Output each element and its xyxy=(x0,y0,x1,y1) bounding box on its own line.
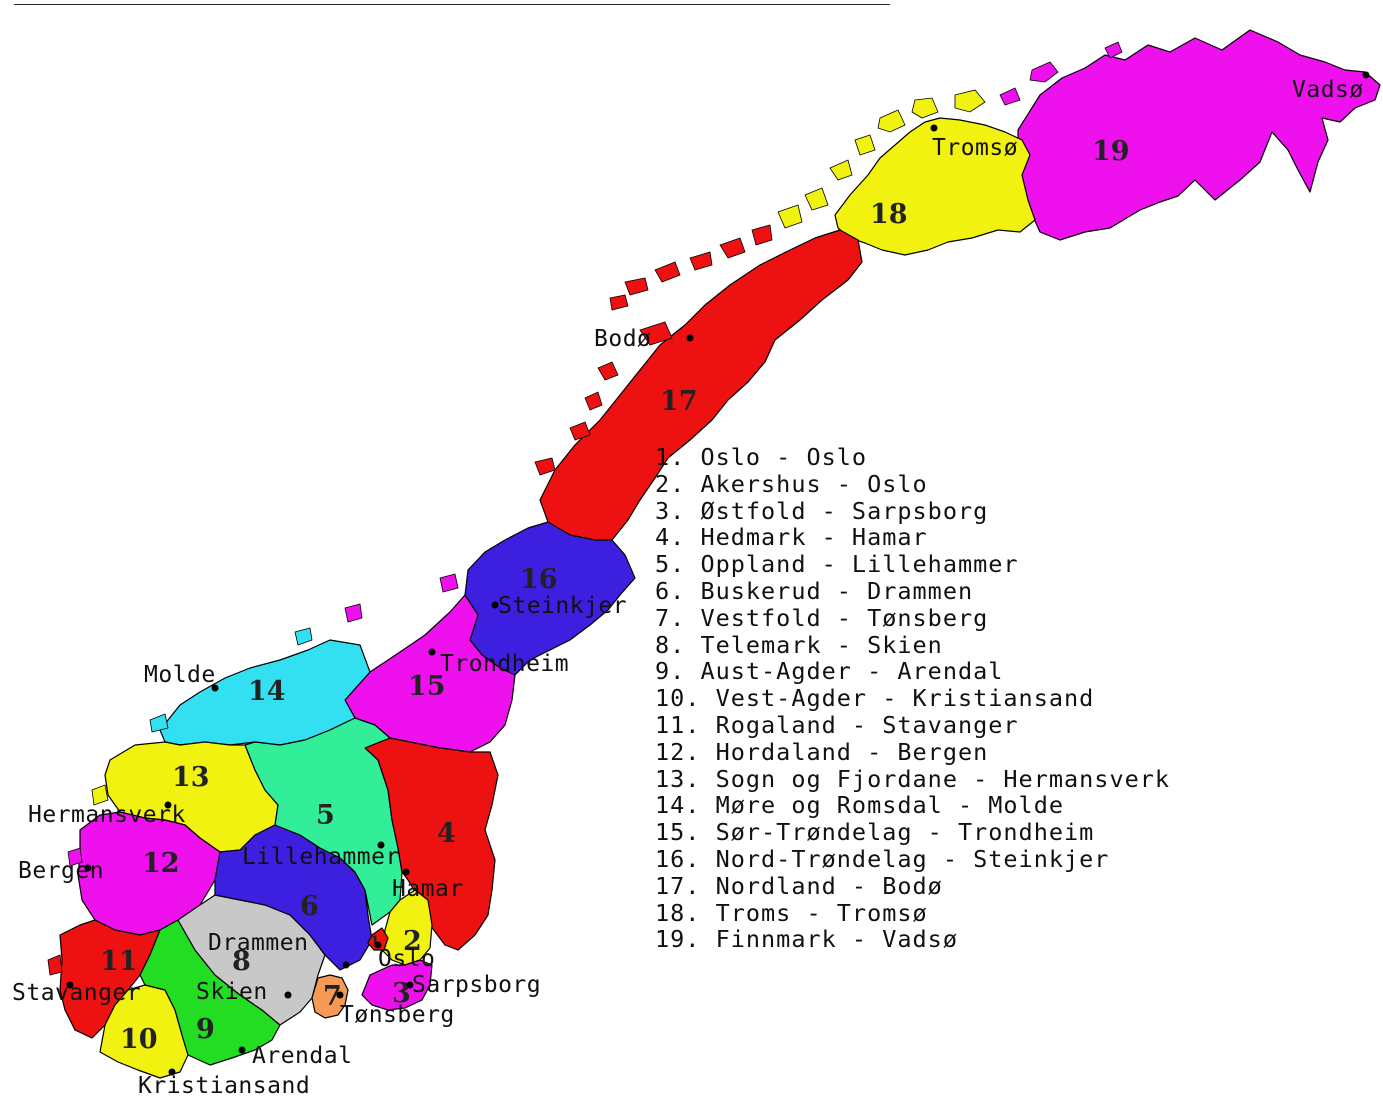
city-marker-hamar xyxy=(402,868,410,876)
city-label-steinkjer: Steinkjer xyxy=(498,593,627,619)
city-marker-arendal xyxy=(238,1046,246,1054)
city-label-tonsberg: Tønsberg xyxy=(340,1002,455,1028)
city-marker-bergen xyxy=(84,864,92,872)
city-marker-molde xyxy=(211,684,219,692)
city-marker-steinkjer xyxy=(491,601,499,609)
city-label-sarpsborg: Sarpsborg xyxy=(412,972,541,998)
region-5-oppland[interactable] xyxy=(244,717,403,926)
city-label-tromso: Tromsø xyxy=(932,135,1018,161)
region-17-nordland[interactable] xyxy=(539,229,863,543)
region-number-8: 8 xyxy=(232,946,251,977)
legend-item: 5. Oppland - Lillehammer xyxy=(655,550,1019,579)
region-number-13: 13 xyxy=(172,762,210,793)
city-label-oslo: Oslo xyxy=(378,946,435,972)
city-marker-vadso xyxy=(1362,71,1370,79)
region-18-troms[interactable] xyxy=(834,117,1036,256)
region-numbers: 19 18 17 16 15 14 13 12 11 10 9 8 7 6 5 … xyxy=(100,136,1130,1055)
city-marker-lillehammer xyxy=(377,841,385,849)
legend-item: 1. Oslo - Oslo xyxy=(655,443,868,471)
coastal-islands xyxy=(47,41,1123,976)
region-number-4: 4 xyxy=(437,818,456,849)
region-number-18: 18 xyxy=(870,199,908,230)
region-number-10: 10 xyxy=(120,1024,158,1055)
city-marker-tonsberg xyxy=(336,991,344,999)
city-marker-bodo xyxy=(686,334,694,342)
top-rule xyxy=(14,4,890,5)
region-number-17: 17 xyxy=(660,386,698,417)
city-label-vadso: Vadsø xyxy=(1292,77,1364,103)
region-number-15: 15 xyxy=(408,671,446,702)
legend-item: 11. Rogaland - Stavanger xyxy=(655,710,1019,739)
city-marker-oslo xyxy=(374,941,382,949)
region-number-19: 19 xyxy=(1092,136,1130,167)
city-marker-skien xyxy=(284,991,292,999)
region-3-ostfold[interactable] xyxy=(361,959,433,1011)
region-number-7: 7 xyxy=(323,981,342,1012)
region-number-3: 3 xyxy=(392,978,411,1009)
legend-item: 19. Finnmark - Vadsø xyxy=(655,925,958,954)
region-number-12: 12 xyxy=(142,848,180,879)
legend-item: 4. Hedmark - Hamar xyxy=(655,523,928,552)
region-number-1: 1 xyxy=(370,934,380,950)
city-marker-trondheim xyxy=(428,648,436,656)
legend-item: 10. Vest-Agder - Kristiansand xyxy=(655,684,1095,713)
legend-item: 12. Hordaland - Bergen xyxy=(655,737,989,766)
city-marker-sarpsborg xyxy=(406,981,414,989)
city-marker-drammen xyxy=(342,961,350,969)
region-number-14: 14 xyxy=(248,676,286,707)
legend-item: 15. Sør-Trøndelag - Trondheim xyxy=(655,818,1095,847)
city-label-hamar: Hamar xyxy=(392,876,464,902)
region-7-vestfold[interactable] xyxy=(311,974,349,1019)
city-label-bergen: Bergen xyxy=(18,858,104,884)
city-marker-hermansverk xyxy=(164,801,172,809)
city-marker-stavanger xyxy=(66,981,74,989)
legend-item: 16. Nord-Trøndelag - Steinkjer xyxy=(655,844,1110,873)
city-label-lillehammer: Lillehammer xyxy=(242,844,400,870)
region-4-hedmark[interactable] xyxy=(364,737,499,951)
city-label-molde: Molde xyxy=(144,662,216,688)
region-number-2: 2 xyxy=(403,926,422,957)
legend-item: 7. Vestfold - Tønsberg xyxy=(655,603,989,632)
region-number-5: 5 xyxy=(316,800,335,831)
city-marker-kristiansand xyxy=(168,1068,176,1076)
city-marker-tromso xyxy=(930,124,938,132)
city-label-skien: Skien xyxy=(196,979,268,1005)
city-label-bodo: Bodø xyxy=(594,326,651,352)
legend-item: 14. Møre og Romsdal - Molde xyxy=(655,791,1065,820)
legend-item: 17. Nordland - Bodø xyxy=(655,871,943,900)
city-label-arendal: Arendal xyxy=(252,1043,352,1069)
legend-item: 18. Troms - Tromsø xyxy=(655,898,928,927)
legend-item: 9. Aust-Agder - Arendal xyxy=(655,657,1004,686)
city-label-drammen: Drammen xyxy=(208,930,308,956)
city-label-trondheim: Trondheim xyxy=(440,651,569,677)
legend-item: 8. Telemark - Skien xyxy=(655,630,943,659)
region-number-6: 6 xyxy=(300,891,319,922)
city-label-hermansverk: Hermansverk xyxy=(28,802,186,828)
legend-item: 2. Akershus - Oslo xyxy=(655,469,928,498)
city-label-kristiansand: Kristiansand xyxy=(138,1073,310,1097)
region-number-16: 16 xyxy=(520,564,558,595)
city-labels: Vadsø Tromsø Bodø Steinkjer Trondheim Mo… xyxy=(12,77,1364,1097)
region-number-11: 11 xyxy=(100,946,138,977)
city-label-stavanger: Stavanger xyxy=(12,980,141,1006)
county-legend: 1. Oslo - Oslo 2. Akershus - Oslo 3. Øst… xyxy=(655,444,1170,953)
region-number-9: 9 xyxy=(196,1014,215,1045)
region-1-oslo[interactable] xyxy=(367,927,389,951)
region-19-finnmark[interactable] xyxy=(1017,29,1381,241)
legend-item: 13. Sogn og Fjordane - Hermansverk xyxy=(655,764,1171,793)
legend-item: 3. Østfold - Sarpsborg xyxy=(655,496,989,525)
city-markers xyxy=(66,71,1370,1076)
legend-item: 6. Buskerud - Drammen xyxy=(655,576,974,605)
region-6-buskerud[interactable] xyxy=(214,824,373,971)
